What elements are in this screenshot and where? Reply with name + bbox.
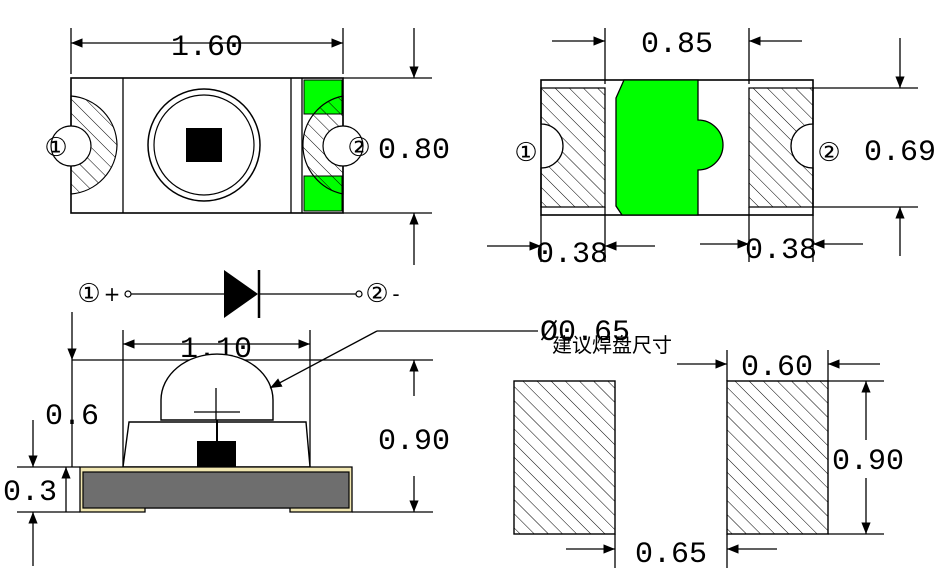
pad-gap-label: 0.65 bbox=[635, 538, 707, 572]
bottom-height-label: 0.69 bbox=[864, 136, 936, 170]
polarity-pin2-label: ② bbox=[365, 279, 388, 309]
side-view: 1.10 Ø0.65 建议焊盘尺寸 0.90 0.6 0.3 bbox=[3, 312, 672, 566]
recommended-pad-layout: 0.60 0.90 0.65 bbox=[513, 350, 904, 572]
polarity-symbol: ① + ② - bbox=[77, 270, 400, 318]
total-height-label: 0.90 bbox=[378, 425, 450, 459]
polarity-plus-sign: + bbox=[104, 282, 121, 306]
bottom-view: 0.85 ① ② 0.69 0.38 0.38 bbox=[487, 28, 936, 272]
top-pin1-label: ① bbox=[44, 133, 67, 163]
top-view: 1.60 ① ② 0.80 bbox=[44, 28, 450, 265]
top-length-label: 1.60 bbox=[171, 31, 243, 65]
bottom-left-pad bbox=[540, 87, 606, 208]
pad-spacing-label: 0.85 bbox=[641, 28, 713, 62]
lens-diameter-label: Ø0.65 bbox=[540, 316, 630, 350]
pad-height-label: 0.90 bbox=[832, 445, 904, 479]
top-width-label: 0.80 bbox=[378, 134, 450, 168]
chip-die bbox=[186, 128, 222, 162]
recommended-pad-title: 建议焊盘尺寸 bbox=[552, 333, 672, 357]
polarity-pin1-label: ① bbox=[77, 279, 100, 309]
recommended-pad-right bbox=[726, 380, 829, 535]
pad-width-label: 0.60 bbox=[741, 351, 813, 385]
bottom-green-thermal-pad bbox=[615, 79, 724, 216]
polarity-minus-sign: - bbox=[392, 282, 399, 306]
left-pad-width-label: 0.38 bbox=[536, 238, 608, 272]
side-chip-die bbox=[197, 441, 236, 471]
bottom-right-pad bbox=[748, 87, 814, 208]
lens-dome bbox=[160, 353, 274, 421]
package-base bbox=[82, 471, 350, 509]
left-terminal-hatch bbox=[70, 95, 118, 195]
bottom-pin2-label: ② bbox=[817, 138, 840, 168]
right-pad-width-label: 0.38 bbox=[745, 234, 817, 268]
recommended-pad-left bbox=[513, 380, 616, 535]
bottom-pin1-label: ① bbox=[514, 138, 537, 168]
base-height-label: 0.3 bbox=[3, 476, 57, 510]
top-pin2-label: ② bbox=[347, 133, 370, 163]
diode-triangle bbox=[224, 270, 258, 318]
